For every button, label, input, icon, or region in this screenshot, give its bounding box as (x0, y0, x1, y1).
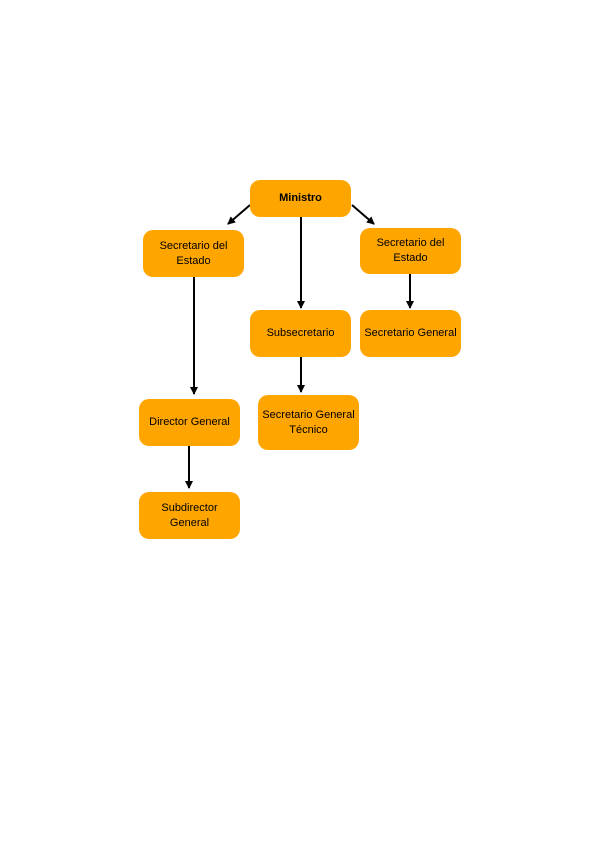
node-secretario-estado-left-label: Secretario del Estado (159, 239, 228, 267)
node-secretario-general-tecnico: Secretario General Técnico (258, 395, 359, 450)
node-subsecretario-label: Subsecretario (266, 327, 335, 339)
node-secretario-estado-right-label: Secretario del Estado (376, 237, 445, 264)
node-secretario-general-tecnico-label: Secretario General Técnico (262, 408, 355, 436)
node-subdirector-general-label: Subdirector General (161, 501, 218, 529)
node-subsecretario: Subsecretario (250, 310, 351, 357)
node-ministro: Ministro (250, 180, 351, 217)
arrow-ministro-to-secretario-left (227, 204, 251, 225)
node-secretario-general-right: Secretario General (360, 310, 461, 357)
node-secretario-estado-right: Secretario del Estado (360, 228, 461, 274)
node-director-general-label: Director General (149, 416, 230, 428)
node-ministro-label: Ministro (279, 192, 322, 204)
node-secretario-general-right-label: Secretario General (364, 327, 457, 339)
node-director-general: Director General (139, 399, 240, 446)
arrow-ministro-to-secretario-right (351, 204, 375, 225)
node-subdirector-general: Subdirector General (139, 492, 240, 539)
node-secretario-estado-left: Secretario del Estado (143, 230, 244, 277)
